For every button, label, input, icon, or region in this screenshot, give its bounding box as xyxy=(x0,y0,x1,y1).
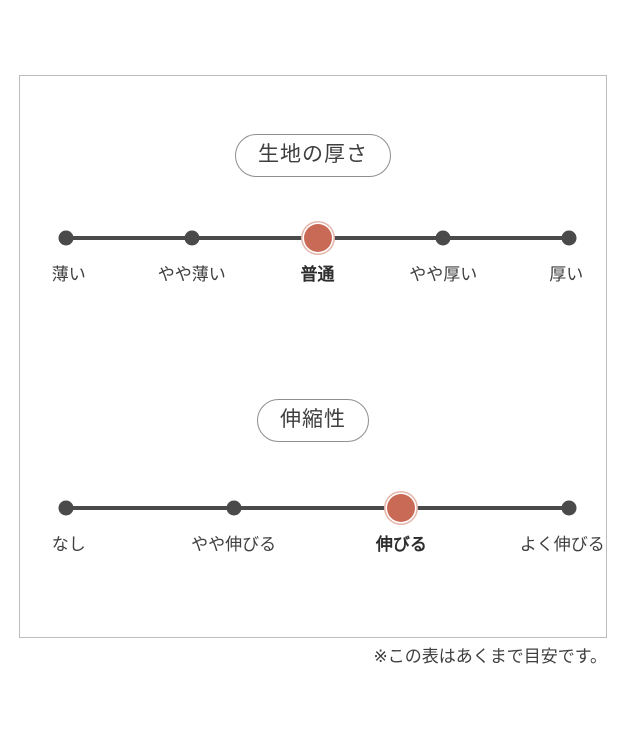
section-title-wrap-stretch: 伸縮性 xyxy=(20,399,606,442)
scale-dot-stretch-0[interactable] xyxy=(58,500,74,516)
section-title-stretch: 伸縮性 xyxy=(257,399,369,442)
scale-track-stretch xyxy=(66,506,569,510)
scale-dot-stretch-1[interactable] xyxy=(226,500,242,516)
scale-dot-stretch-3[interactable] xyxy=(561,500,577,516)
section-title-thickness: 生地の厚さ xyxy=(235,134,391,177)
footnote-disclaimer: ※この表はあくまで目安です。 xyxy=(373,647,607,666)
scale-label-stretch-3: よく伸びる xyxy=(519,535,605,554)
scale-stretch: なし やや伸びる 伸びる よく伸びる xyxy=(20,494,606,553)
scale-label-stretch-2: 伸びる xyxy=(375,535,427,554)
scale-dot-thickness-2-active[interactable] xyxy=(303,224,332,252)
scale-dot-stretch-2-active[interactable] xyxy=(387,494,416,522)
scale-label-thickness-4: 厚い xyxy=(549,265,584,284)
scale-thickness: 薄い やや薄い 普通 やや厚い 厚い xyxy=(20,224,606,283)
scale-dot-thickness-4[interactable] xyxy=(561,230,577,246)
scale-label-thickness-0: 薄い xyxy=(51,265,86,284)
scale-label-thickness-2: 普通 xyxy=(300,265,335,284)
scale-label-stretch-0: なし xyxy=(51,535,86,554)
scale-dot-thickness-3[interactable] xyxy=(435,230,451,246)
scale-dot-thickness-0[interactable] xyxy=(58,230,74,246)
scale-label-thickness-1: やや薄い xyxy=(157,265,226,284)
spec-frame: 生地の厚さ 薄い やや薄い 普通 やや厚い 厚い 伸縮性 なし やや伸びる 伸び… xyxy=(19,75,607,638)
section-title-wrap-thickness: 生地の厚さ xyxy=(20,134,606,177)
scale-dot-thickness-1[interactable] xyxy=(184,230,200,246)
scale-label-thickness-3: やや厚い xyxy=(409,265,478,284)
scale-label-stretch-1: やや伸びる xyxy=(191,535,277,554)
